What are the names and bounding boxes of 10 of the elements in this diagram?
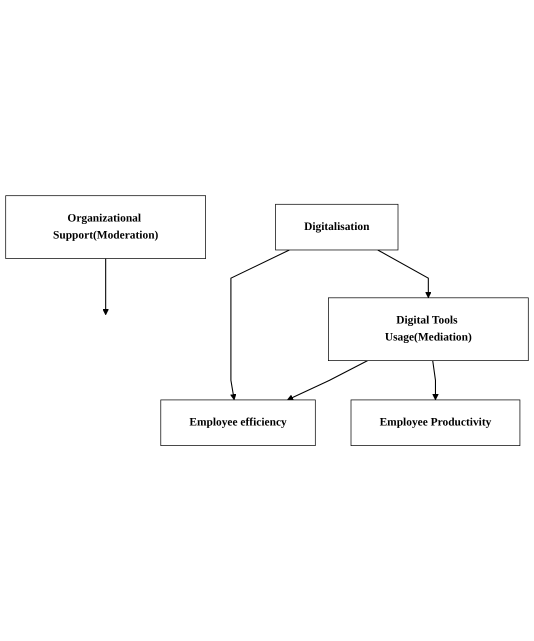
arrow	[432, 360, 439, 400]
arrow	[230, 249, 290, 400]
node-box: Employee efficiency	[160, 399, 316, 446]
arrow	[102, 258, 109, 316]
node-box: Digital Tools Usage(Mediation)	[328, 297, 529, 361]
node-box: Digitalisation	[275, 204, 398, 250]
node-box: Organizational Support(Moderation)	[5, 195, 206, 259]
node-box: Employee Productivity	[350, 399, 520, 446]
arrow	[287, 360, 368, 400]
arrow	[377, 249, 432, 298]
